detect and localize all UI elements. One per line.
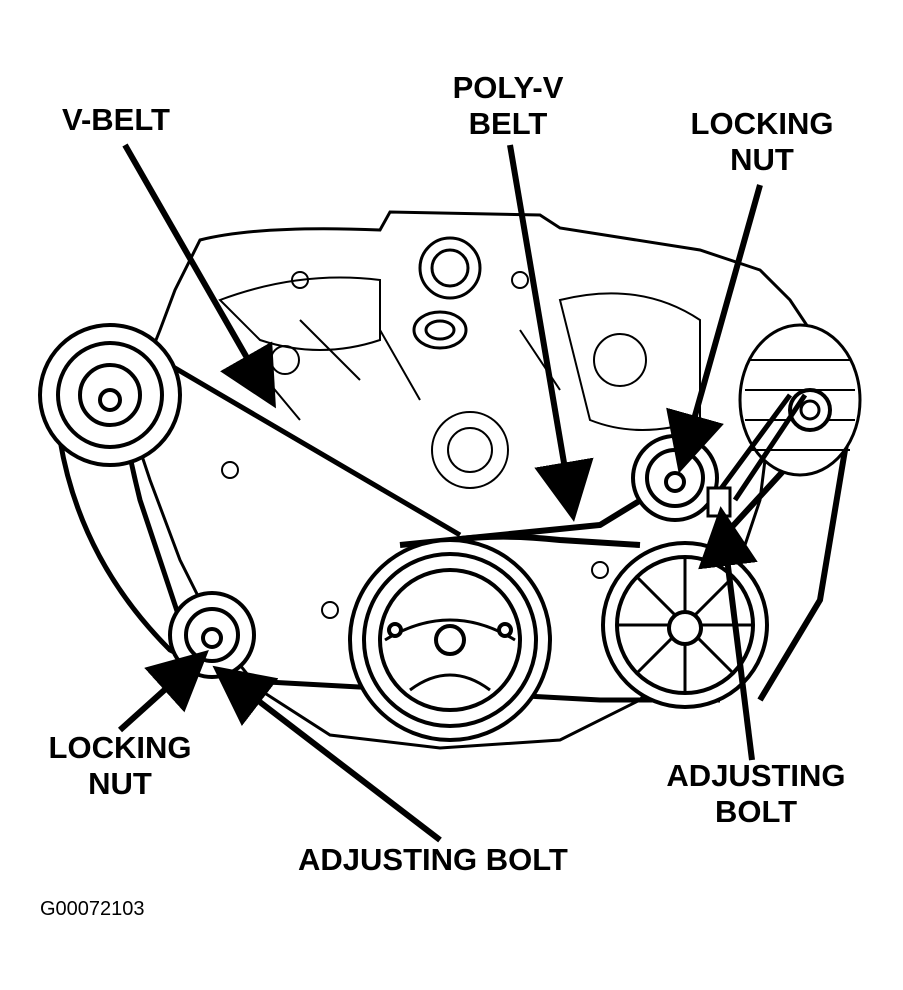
v-belt-arrow — [122, 143, 276, 409]
adjusting-bolt-right-label-line2: BOLT — [714, 794, 798, 829]
adjusting-bolt-right-arrow — [698, 506, 758, 761]
locking-nut-right-label-line2: NUT — [730, 142, 794, 177]
locking-nut-right-label: LOCKING NUT — [682, 106, 842, 178]
adjusting-bolt-bottom-label: ADJUSTING BOLT — [298, 842, 568, 877]
right-idler-pulley — [631, 434, 719, 522]
poly-v-belt-label-line1: POLY-V — [452, 70, 564, 105]
poly-v-belt-label: POLY-V BELT — [448, 70, 568, 142]
locking-nut-right-label-line1: LOCKING — [690, 106, 834, 141]
poly-v-belt-arrow — [507, 144, 594, 522]
adjusting-bolt-right-label: ADJUSTING BOLT — [656, 758, 856, 830]
alternator — [706, 323, 862, 518]
water-outlet-housing — [412, 236, 482, 350]
figure-id: G00072103 — [40, 898, 145, 920]
crankshaft-pulley — [348, 538, 552, 742]
locking-nut-left-label-line1: LOCKING — [48, 730, 192, 765]
water-pump-pulley — [601, 541, 769, 709]
locking-nut-left-label-line2: NUT — [88, 766, 152, 801]
v-belt-label: V-BELT — [62, 102, 170, 137]
left-large-pulley — [38, 323, 182, 467]
locking-nut-left-arrow — [117, 649, 209, 733]
locking-nut-left-label: LOCKING NUT — [40, 730, 200, 802]
poly-v-belt-label-line2: BELT — [468, 106, 548, 141]
locking-nut-right-arrow — [666, 184, 763, 474]
adjusting-bolt-bottom-arrow — [212, 665, 442, 843]
leader-arrows — [117, 143, 763, 843]
lower-left-pulley — [168, 591, 256, 679]
adjusting-bolt-right-label-line1: ADJUSTING — [666, 758, 846, 793]
